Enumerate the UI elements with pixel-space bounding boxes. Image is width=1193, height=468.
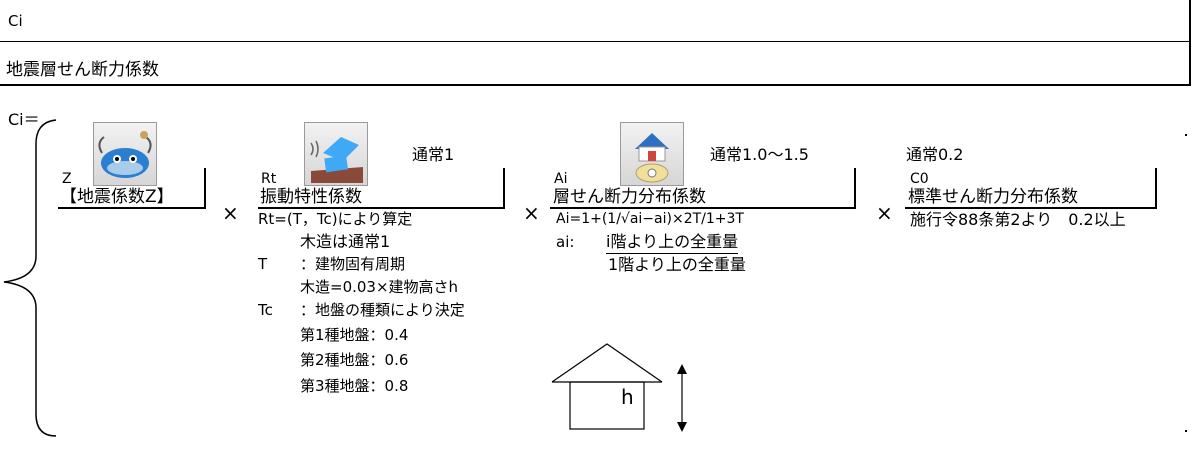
term-z-box: Z 【地震係数Z】 [58,168,206,209]
term-c0-name: 標準せん断力分布係数 [908,187,1078,207]
rt-detail-wood: 木造は通常1 [300,232,391,251]
rt-detail-ground-3: 第3種地盤：0.8 [300,377,409,395]
shaking-house-icon [304,122,368,186]
rt-detail-ground-2: 第2種地盤：0.6 [300,351,409,369]
catfish-icon [93,122,157,186]
term-ai-note: 通常1.0～1.5 [710,145,809,164]
term-rt-box: Rt 振動特性係数 [258,168,505,209]
rt-detail-tc-symbol: Tc [258,301,273,319]
term-rt-code: Rt [261,171,277,187]
rt-detail-ground-1: 第1種地盤：0.4 [300,326,409,344]
formula-lhs: Ci＝ [8,110,40,129]
term-c0-box: C0 標準せん断力分布係数 [905,168,1157,209]
ai-label: ai: [556,233,575,251]
rt-detail-tc-desc: ：地盤の種類により決定 [300,301,465,319]
term-c0-code: C0 [910,171,929,187]
rt-detail-t-symbol: T [258,255,268,273]
rt-detail-formula: Rt=(T，Tc)により算定 [258,210,413,228]
house-height-label: h [621,385,634,409]
ai-numerator: i階より上の全重量 [606,234,739,254]
term-rt-name: 振動特性係数 [260,187,362,207]
term-ai-name: 層せん断力分布係数 [553,187,706,207]
term-c0-note: 通常0.2 [906,145,964,164]
term-ai-box: Ai 層せん断力分布係数 [550,168,856,209]
term-rt-note: 通常1 [412,145,455,164]
times-sign-2: × [523,201,540,225]
c0-detail: 施行令88条第2より 0.2以上 [910,210,1126,229]
header-code: Ci [8,12,23,30]
header-panel: Ci 地震層せん断力係数 [0,0,1191,86]
term-z-name: 【地震係数Z】 [60,187,174,207]
times-sign-3: × [876,201,893,225]
edge-dot-bottom [1185,430,1187,432]
header-title: 地震層せん断力係数 [6,60,159,80]
term-z-code: Z [62,171,72,187]
ai-denominator: 1階より上の全重量 [608,255,746,274]
rt-detail-t-desc: ：建物固有周期 [300,255,406,273]
house-diagram [551,343,687,432]
ai-formula: Ai=1+(1/√ai−ai)×2T/1+3T [556,211,744,227]
times-sign-1: × [222,201,239,225]
edge-dot-top [1185,134,1187,136]
left-brace [3,119,57,437]
rt-detail-t-wood: 木造=0.03×建物高さh [300,278,459,296]
house-on-scale-icon [620,122,684,186]
header-divider [0,41,1189,42]
term-ai-code: Ai [554,171,568,187]
